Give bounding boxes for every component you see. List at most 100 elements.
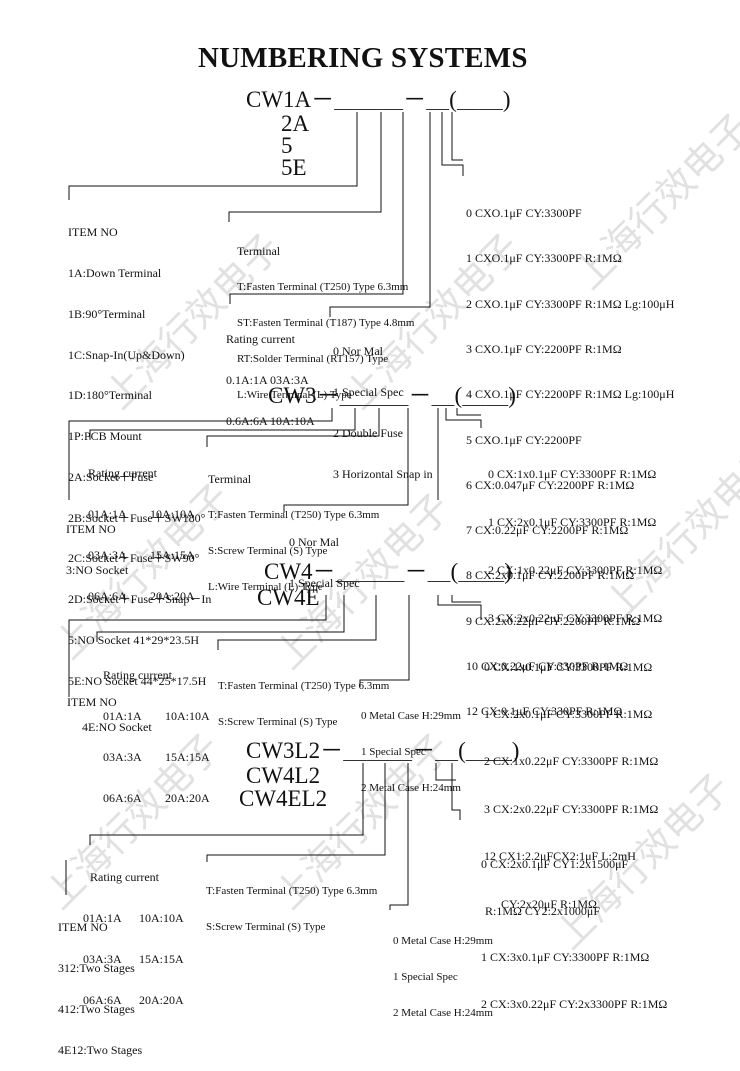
list-item: 2 Metal Case H:24mm bbox=[393, 1007, 493, 1019]
variant-cw4el2: CW4EL2 bbox=[239, 786, 328, 811]
list-item: 1 CX:2x0.1μF CY:3300PF R:1MΩ bbox=[484, 706, 653, 721]
list-item: 1 CXO.1μF CY:3300PF R:1MΩ bbox=[466, 251, 622, 266]
list-item: 0 Metal Case H:29mm bbox=[393, 935, 493, 947]
list-item: S:Screw Terminal (S) Type bbox=[218, 716, 338, 728]
table-row: 03A:3A 15A:15A bbox=[103, 749, 210, 764]
list-item: 2 Metal Case H:24mm bbox=[361, 782, 461, 794]
list-item: 2 CX:3x0.22μF CY:2x3300PF R:1MΩ bbox=[481, 996, 668, 1011]
list-item: 2 CX:1x0.22μF CY:3300PF R:1MΩ bbox=[488, 563, 663, 577]
rating-current-list: Rating current 0.1A:1A 03A:3A 0.6A:6A 10… bbox=[226, 306, 315, 442]
list-item: 0 Nor Mal bbox=[333, 344, 383, 359]
table-row: 01A:1A 10A:10A bbox=[83, 910, 184, 925]
model-code-cw3l2: CW3L2－＿＿＿－＿(＿＿) bbox=[246, 738, 520, 763]
list-item: 8 CX:2x0.1μF CY:2200PF R:1MΩ bbox=[466, 568, 635, 583]
list-item: 0 CX:1x0.1μF CY:3300PF R:1MΩ bbox=[488, 467, 657, 481]
variant-cw4e: CW4E bbox=[257, 585, 320, 610]
connector-lines bbox=[65, 112, 482, 910]
list-item: 0 CXO.1μF CY:3300PF bbox=[466, 206, 582, 221]
list-item: 9 CX:2x0.22μF CY:2200PF R:1MΩ bbox=[466, 613, 641, 628]
item-no-list: ITEM NO 312:Two Stages 412:Two Stages 4E… bbox=[58, 894, 142, 1071]
terminal-list: T:Fasten Terminal (T250) Type 6.3mm S:Sc… bbox=[206, 861, 377, 945]
list-item: RT:Solder Terminal (RT157) Type bbox=[237, 353, 389, 365]
table-row: 03A:3A 15A:15A bbox=[88, 547, 195, 562]
item-no-heading: ITEM NO bbox=[68, 225, 118, 240]
list-item: 1 CX:2x0.1μF CY:3300PF R:1MΩ bbox=[488, 515, 657, 529]
list-item: 5E:NO Socket 44*25*17.5H bbox=[68, 673, 207, 688]
page-title: NUMBERING SYSTEMS bbox=[198, 42, 528, 74]
rating-current-table: Rating current 01A:1A 10A:10A 03A:3A 15A… bbox=[88, 440, 195, 617]
item-no-list: ITEM NO 3:NO Socket bbox=[66, 496, 128, 591]
list-item: L:Wire Terminal (L) Type bbox=[208, 581, 323, 593]
list-item: 2B:Socket＋Fuse＋SW180° bbox=[68, 510, 206, 525]
list-item: 1 Special Spec bbox=[393, 971, 458, 983]
variant-5: 5 bbox=[281, 133, 293, 158]
list-item: T:Fasten Terminal (T250) Type 6.3mm bbox=[208, 509, 380, 521]
capacitor-list: 0 CX:1x0.1μF CY:3300PF R:1MΩ 1 CX:2x0.1μ… bbox=[484, 628, 658, 928]
list-item: 10 CX:0.22μF CY:330PF R:1MΩ bbox=[466, 659, 629, 673]
list-item: CY:2x20μF R:1MΩ bbox=[501, 896, 597, 911]
model-code-cw1a: CW1A－＿＿＿－＿(＿＿) bbox=[246, 87, 511, 112]
list-item: 2 Double Fuse bbox=[333, 425, 403, 440]
list-item: 5 CXO.1μF CY:2200PF bbox=[466, 432, 582, 447]
list-item: R:1MΩ CY2:2x1000μF bbox=[485, 903, 601, 918]
variant-cw4l2: CW4L2 bbox=[246, 763, 321, 788]
item-no-list: ITEM NO 1A:Down Terminal 1B:90°Terminal … bbox=[68, 199, 211, 702]
list-item: 6 CX:0.047μF CY:2200PF R:1MΩ bbox=[466, 477, 635, 492]
list-item: 3:NO Socket bbox=[66, 562, 129, 577]
rating-heading: Rating current bbox=[90, 870, 159, 885]
spec-list: 0 Metal Case H:29mm 1 Special Spec 2 Met… bbox=[361, 686, 461, 806]
list-item: T:Fasten Terminal (T250) Type 6.3mm bbox=[237, 281, 409, 293]
list-item: L:Wire Terminal (L) Type bbox=[237, 389, 352, 401]
list-item: 2 CXO.1μF CY:3300PF R:1MΩ Lg:100μH bbox=[466, 296, 675, 311]
rating-heading: Rating current bbox=[226, 332, 295, 347]
list-item: 3 CX:2x0.22μF CY:3300PF R:1MΩ bbox=[484, 801, 659, 816]
item-no-heading: ITEM NO bbox=[66, 522, 116, 537]
list-item: 4E12:Two Stages bbox=[58, 1042, 143, 1057]
item-no-heading: ITEM NO bbox=[67, 695, 117, 709]
list-item: 3 Horizontal Snap in bbox=[333, 466, 433, 481]
table-row: 01A:1A 10A:10A bbox=[88, 506, 195, 521]
list-item: 1 Special Spec bbox=[333, 384, 404, 399]
item-no-heading: ITEM NO bbox=[58, 920, 108, 935]
capacitor-list: 0 CX:2x0.1μF CY1:2x1500μF R:1MΩ CY2:2x10… bbox=[481, 826, 667, 1028]
terminal-list: T:Fasten Terminal (T250) Type 6.3mm S:Sc… bbox=[218, 656, 389, 740]
list-item: 1P:PCB Mount bbox=[68, 429, 142, 444]
list-item: S:Screw Terminal (S) Type bbox=[206, 921, 326, 933]
rating-heading: Rating current bbox=[103, 668, 172, 683]
table-row: 06A:6A 20A:20A bbox=[88, 588, 195, 603]
list-item: 2C:Socket＋Fuse＋SW90° bbox=[68, 551, 200, 566]
list-item: 2D:Socket＋Fuse＋Snap－In bbox=[68, 592, 212, 607]
list-item: 7 CX:0.22μF CY:2200PF R:1MΩ bbox=[466, 523, 629, 538]
variant-5e: 5E bbox=[281, 155, 307, 180]
list-item: T:Fasten Terminal (T250) Type 6.3mm bbox=[206, 885, 378, 897]
spec-list: 0 Nor Mal 1 Special Spec bbox=[289, 509, 360, 604]
list-item: 1 CX:3x0.1μF CY:3300PF R:1MΩ bbox=[481, 950, 650, 964]
table-row: 01A:1A 10A:10A bbox=[103, 708, 210, 723]
list-item: 0 CX:2x0.1μF CY1:2x1500μF bbox=[481, 857, 629, 871]
model-code-cw3: CW3－＿＿＿－＿(＿＿) bbox=[268, 383, 516, 408]
list-item: 0 Nor Mal bbox=[289, 535, 339, 550]
list-item: 5:NO Socket 41*29*23.5H bbox=[68, 633, 199, 647]
list-item: 0.1A:1A 03A:3A bbox=[226, 372, 309, 387]
capacitor-list: 0 CXO.1μF CY:3300PF 1 CXO.1μF CY:3300PF … bbox=[466, 176, 674, 734]
list-item: 1D:180°Terminal bbox=[68, 388, 152, 403]
list-item: ST:Fasten Terminal (T187) Type 4.8mm bbox=[237, 317, 415, 329]
list-item: 2 CX:1x0.22μF CY:3300PF R:1MΩ bbox=[484, 754, 659, 769]
table-row: 03A:3A 15A:15A bbox=[83, 951, 184, 966]
variant-2a: 2A bbox=[281, 111, 310, 136]
list-item: 0 Metal Case H:29mm bbox=[361, 710, 461, 722]
list-item: 3 CXO.1μF CY:2200PF R:1MΩ bbox=[466, 342, 622, 357]
list-item: 4E:NO Socket bbox=[82, 720, 152, 734]
list-item: S:Screw Terminal (S) Type bbox=[208, 545, 328, 557]
list-item: T:Fasten Terminal (T250) Type 6.3mm bbox=[218, 680, 390, 692]
list-item: 12 CX:0.1μF CY:330PF R:1MΩ bbox=[466, 704, 623, 719]
list-item: 0.6A:6A 10A:10A bbox=[226, 413, 315, 428]
list-item: 312:Two Stages bbox=[58, 960, 135, 975]
list-item: 1 Special Spec bbox=[361, 746, 426, 758]
list-item: 0 CX:1x0.1μF CY:3300PF R:1MΩ bbox=[484, 659, 653, 674]
list-item: 1 Special Spec bbox=[289, 575, 360, 590]
list-item: 2A:Socket＋Fuse bbox=[68, 469, 154, 484]
terminal-list: Terminal T:Fasten Terminal (T250) Type 6… bbox=[208, 449, 379, 605]
terminal-heading: Terminal bbox=[208, 472, 252, 486]
list-item: 4 CXO.1μF CY:2200PF R:1MΩ Lg:100μH bbox=[466, 387, 675, 402]
